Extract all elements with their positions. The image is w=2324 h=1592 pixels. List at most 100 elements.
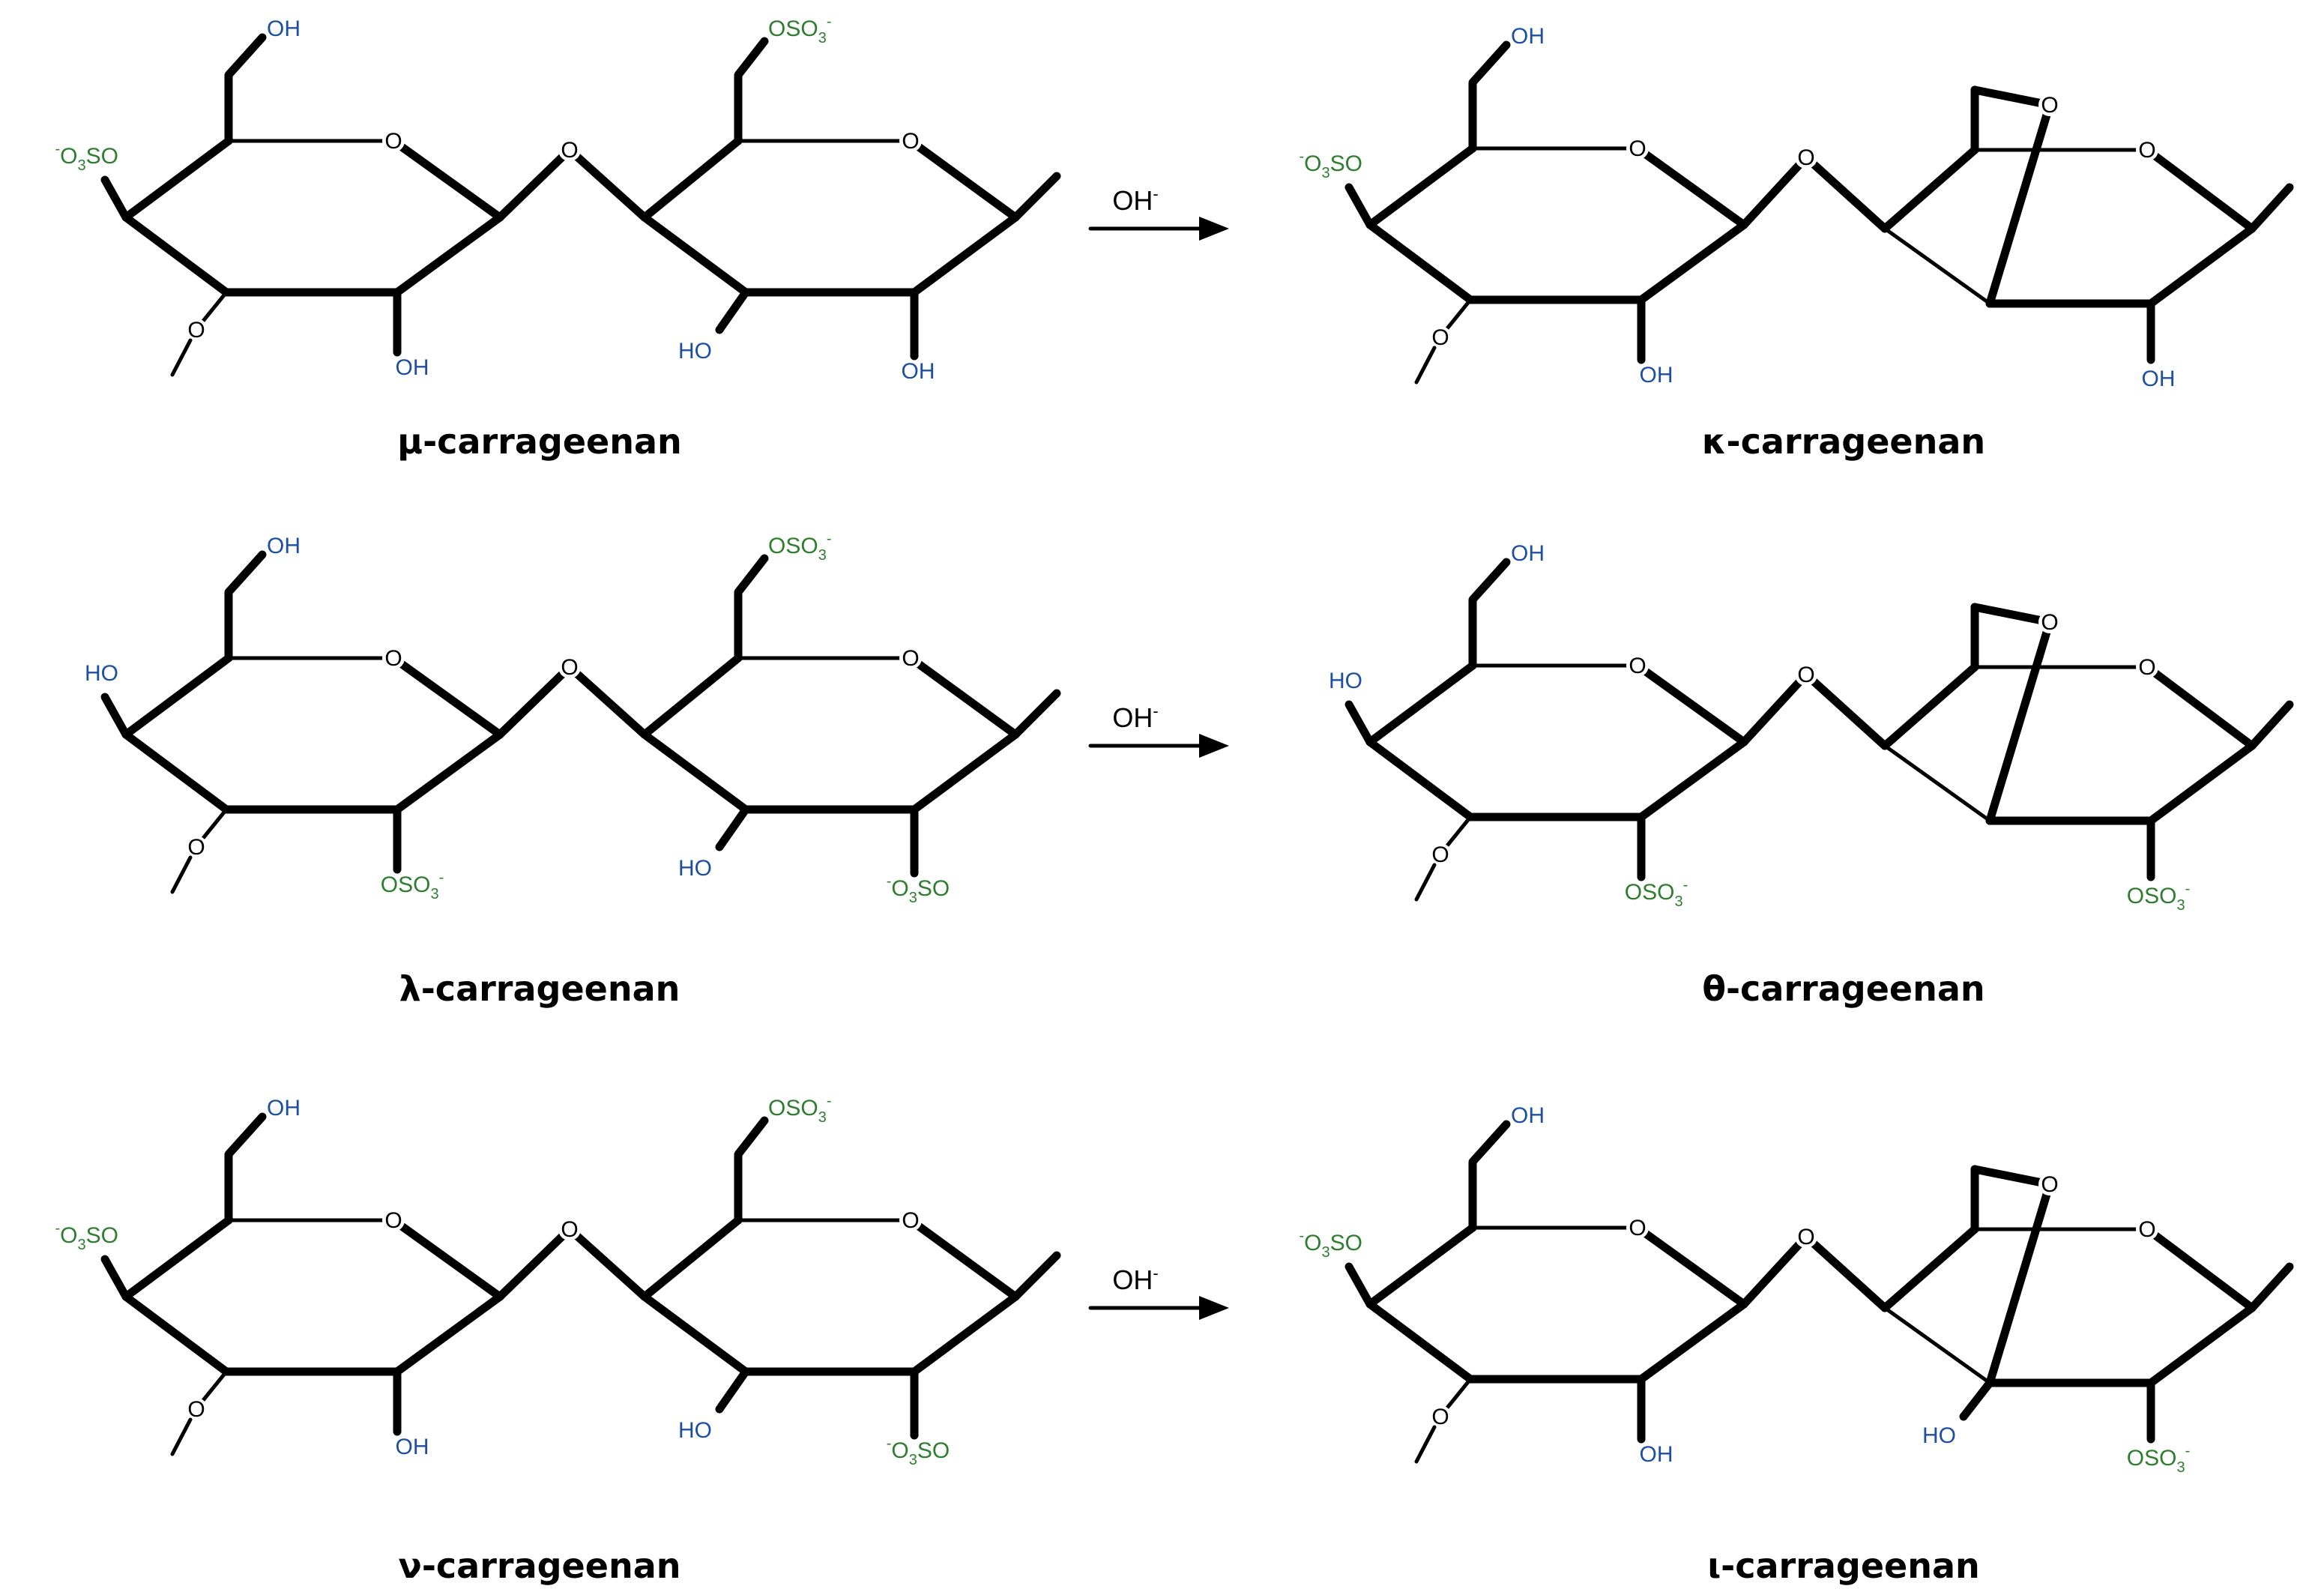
reactant-unit-b-c6-group: OSO3- — [768, 531, 831, 564]
reactant-glycosidic-oxygen: O — [561, 1217, 578, 1242]
product-unit-b-c1-bond — [2248, 183, 2294, 233]
product-unit-a-ring-bond — [1633, 1223, 1748, 1309]
product-unit-a-c6-group: OH — [1511, 541, 1545, 566]
arrow-head — [1199, 217, 1229, 241]
reactant-unit-a-ring-bond — [393, 730, 504, 814]
reactant-unit-a-ring-oxygen-bg — [382, 1209, 405, 1231]
product-unit-b-ring-oxygen-bg — [2136, 1218, 2158, 1240]
product-unit-b-bridge-top — [1970, 85, 2054, 109]
product-unit-a-c4-bond — [1344, 1262, 1374, 1309]
reagent-label: OH- — [1112, 184, 1158, 216]
reactant-unit-b-ring-bond — [640, 1216, 743, 1301]
reactant-unit-a-ring-bond — [389, 654, 504, 739]
reactant-unit-b-ring-bond — [906, 654, 1020, 739]
reactant-unit-a-c3-stub — [170, 855, 193, 894]
reactant-unit-b-ring-oxygen: O — [902, 646, 919, 671]
product-unit-a-ring-bond — [1633, 661, 1748, 747]
product-unit-b-ring-bond — [2146, 1303, 2257, 1387]
reactant-glycosidic-oxygen-bg — [558, 1218, 581, 1240]
product-unit-b-bridge-top — [1970, 603, 2054, 627]
product-unit-a-c3-bond — [1443, 815, 1473, 851]
product-unit-b-bridge-top — [1970, 1165, 2054, 1189]
product-unit-b-bridge-oxygen: O — [2041, 610, 2058, 635]
product-unit-a-c3-bond — [1443, 298, 1473, 334]
product-unit-b-ring-bond — [1883, 1306, 1992, 1385]
reactant-unit-b-ring-bond — [910, 1292, 1020, 1376]
reaction-row-1: OOH-O3SOOOHOOSO3-HOOHOμ-carrageenanOH-OO… — [55, 13, 2294, 462]
reactant-unit-a-c3-bond — [199, 290, 229, 326]
product-glycosidic-bond — [1739, 1232, 1811, 1309]
product-unit-a-ring-bond — [1365, 144, 1477, 229]
product-unit-a-c3-stub — [1414, 346, 1437, 385]
reactant-unit-b-ring-oxygen-bg — [899, 1209, 922, 1231]
reactant-unit-a-c3-bond — [199, 1369, 229, 1405]
product-unit-a-c2-group: OH — [1640, 1442, 1673, 1467]
reactant-unit-b-ring-oxygen-bg — [899, 130, 922, 152]
product-unit-b-ring-bond — [2143, 1225, 2257, 1312]
reactant-unit-b-ring-bond — [640, 654, 743, 739]
reactant-unit-b-c3-group: HO — [678, 856, 712, 881]
product-glycosidic-oxygen-bg — [1795, 663, 1817, 686]
product-glycosidic-bond — [1739, 670, 1811, 747]
reactant-unit-a-c3-oxygen-bg — [185, 1398, 208, 1420]
product-unit-b-bridge-oxygen-bg — [2038, 94, 2061, 116]
product-unit-a-c4-group: -O3SO — [1300, 1228, 1363, 1261]
reactant-unit-b-c3-group: HO — [678, 339, 712, 364]
reactant-unit-a-c6-arm — [224, 1112, 267, 1225]
product-unit-b-anhydro-bond — [1985, 618, 2054, 825]
product-unit-a-c4-bond — [1344, 183, 1374, 229]
reagent-label: OH- — [1112, 702, 1158, 733]
product-unit-a-c4-bond — [1344, 700, 1374, 747]
product-unit-b-bridge-oxygen-bg — [2038, 1173, 2061, 1195]
product-name: ι-carrageenan — [1707, 1546, 1980, 1586]
reactant-unit-a-c4-bond — [100, 1255, 130, 1301]
reactant-unit-a-c4-group: -O3SO — [55, 1220, 119, 1253]
reactant-name: ν-carrageenan — [398, 1546, 680, 1586]
reactant-unit-a-ring-oxygen-bg — [382, 130, 405, 152]
product-unit-b-anhydro-bond — [1985, 100, 2054, 308]
reactant-unit-a-ring-oxygen: O — [384, 129, 402, 154]
product-unit-b-anhydro-bond — [1985, 1180, 2054, 1387]
product-glycosidic-bond — [1739, 153, 1811, 229]
product-unit-b-ring-oxygen-bg — [2136, 656, 2158, 678]
reaction-row-2: OOHHOOOSO3-OOSO3-HO-O3SOOλ-carrageenanOH… — [85, 531, 2294, 1009]
reactant-unit-a-ring-bond — [121, 213, 231, 297]
reactant-unit-b-ring-bond — [640, 136, 743, 222]
product-unit-b-c3-group: HO — [1922, 1423, 1956, 1448]
reactant-unit-a-c2-group: OH — [396, 1435, 429, 1459]
product-unit-a-c6-arm — [1468, 1120, 1511, 1232]
reactant-unit-b-c6-arm — [734, 37, 769, 145]
product-unit-a-c4-group: -O3SO — [1300, 148, 1363, 181]
product-unit-a-c6-arm — [1468, 40, 1511, 153]
product-unit-b-ring-bond — [1883, 744, 1992, 823]
product-unit-a-ring-bond — [1633, 144, 1748, 229]
reactant-unit-a-ring-bond — [121, 654, 233, 739]
product-name: κ-carrageenan — [1702, 421, 1985, 462]
reactant-unit-a-c2-group: OH — [396, 355, 429, 380]
reactant-unit-b-c6-arm — [734, 554, 769, 663]
reactant-glycosidic-bond — [495, 663, 574, 739]
product-unit-b-c2-group: OSO3- — [2127, 881, 2190, 914]
reactant-unit-a-c3-oxygen-bg — [185, 836, 208, 858]
product-unit-b-bridge-oxygen-bg — [2038, 611, 2061, 633]
product-unit-a-ring-oxygen: O — [1629, 1216, 1646, 1240]
reactant-unit-b-ring-bond — [640, 730, 750, 814]
product-unit-b-ring-oxygen: O — [2138, 138, 2155, 163]
reactant-unit-a-c4-group: HO — [85, 661, 118, 686]
reactant-unit-b-ring-oxygen-bg — [899, 647, 922, 669]
reactant-unit-b-c6-group: OSO3- — [768, 1093, 831, 1126]
reactant-glycosidic-oxygen-bg — [558, 139, 581, 161]
product-unit-a-c2-group: OSO3- — [1625, 877, 1688, 910]
product-unit-a-ring-bond — [1637, 1300, 1748, 1384]
product-unit-b-c1-bond — [2248, 1262, 2294, 1312]
product-unit-b-bridge-oxygen: O — [2041, 93, 2058, 118]
reactant-unit-a-c4-bond — [100, 693, 130, 739]
product-unit-b-c3-bond — [1959, 1378, 1994, 1421]
product-unit-b-ring-bond — [1880, 145, 1979, 233]
product-unit-b-bridge-oxygen: O — [2041, 1172, 2058, 1197]
reactant-unit-a-c6-arm — [224, 550, 267, 663]
product-unit-b-ring-bond — [1880, 1225, 1979, 1312]
